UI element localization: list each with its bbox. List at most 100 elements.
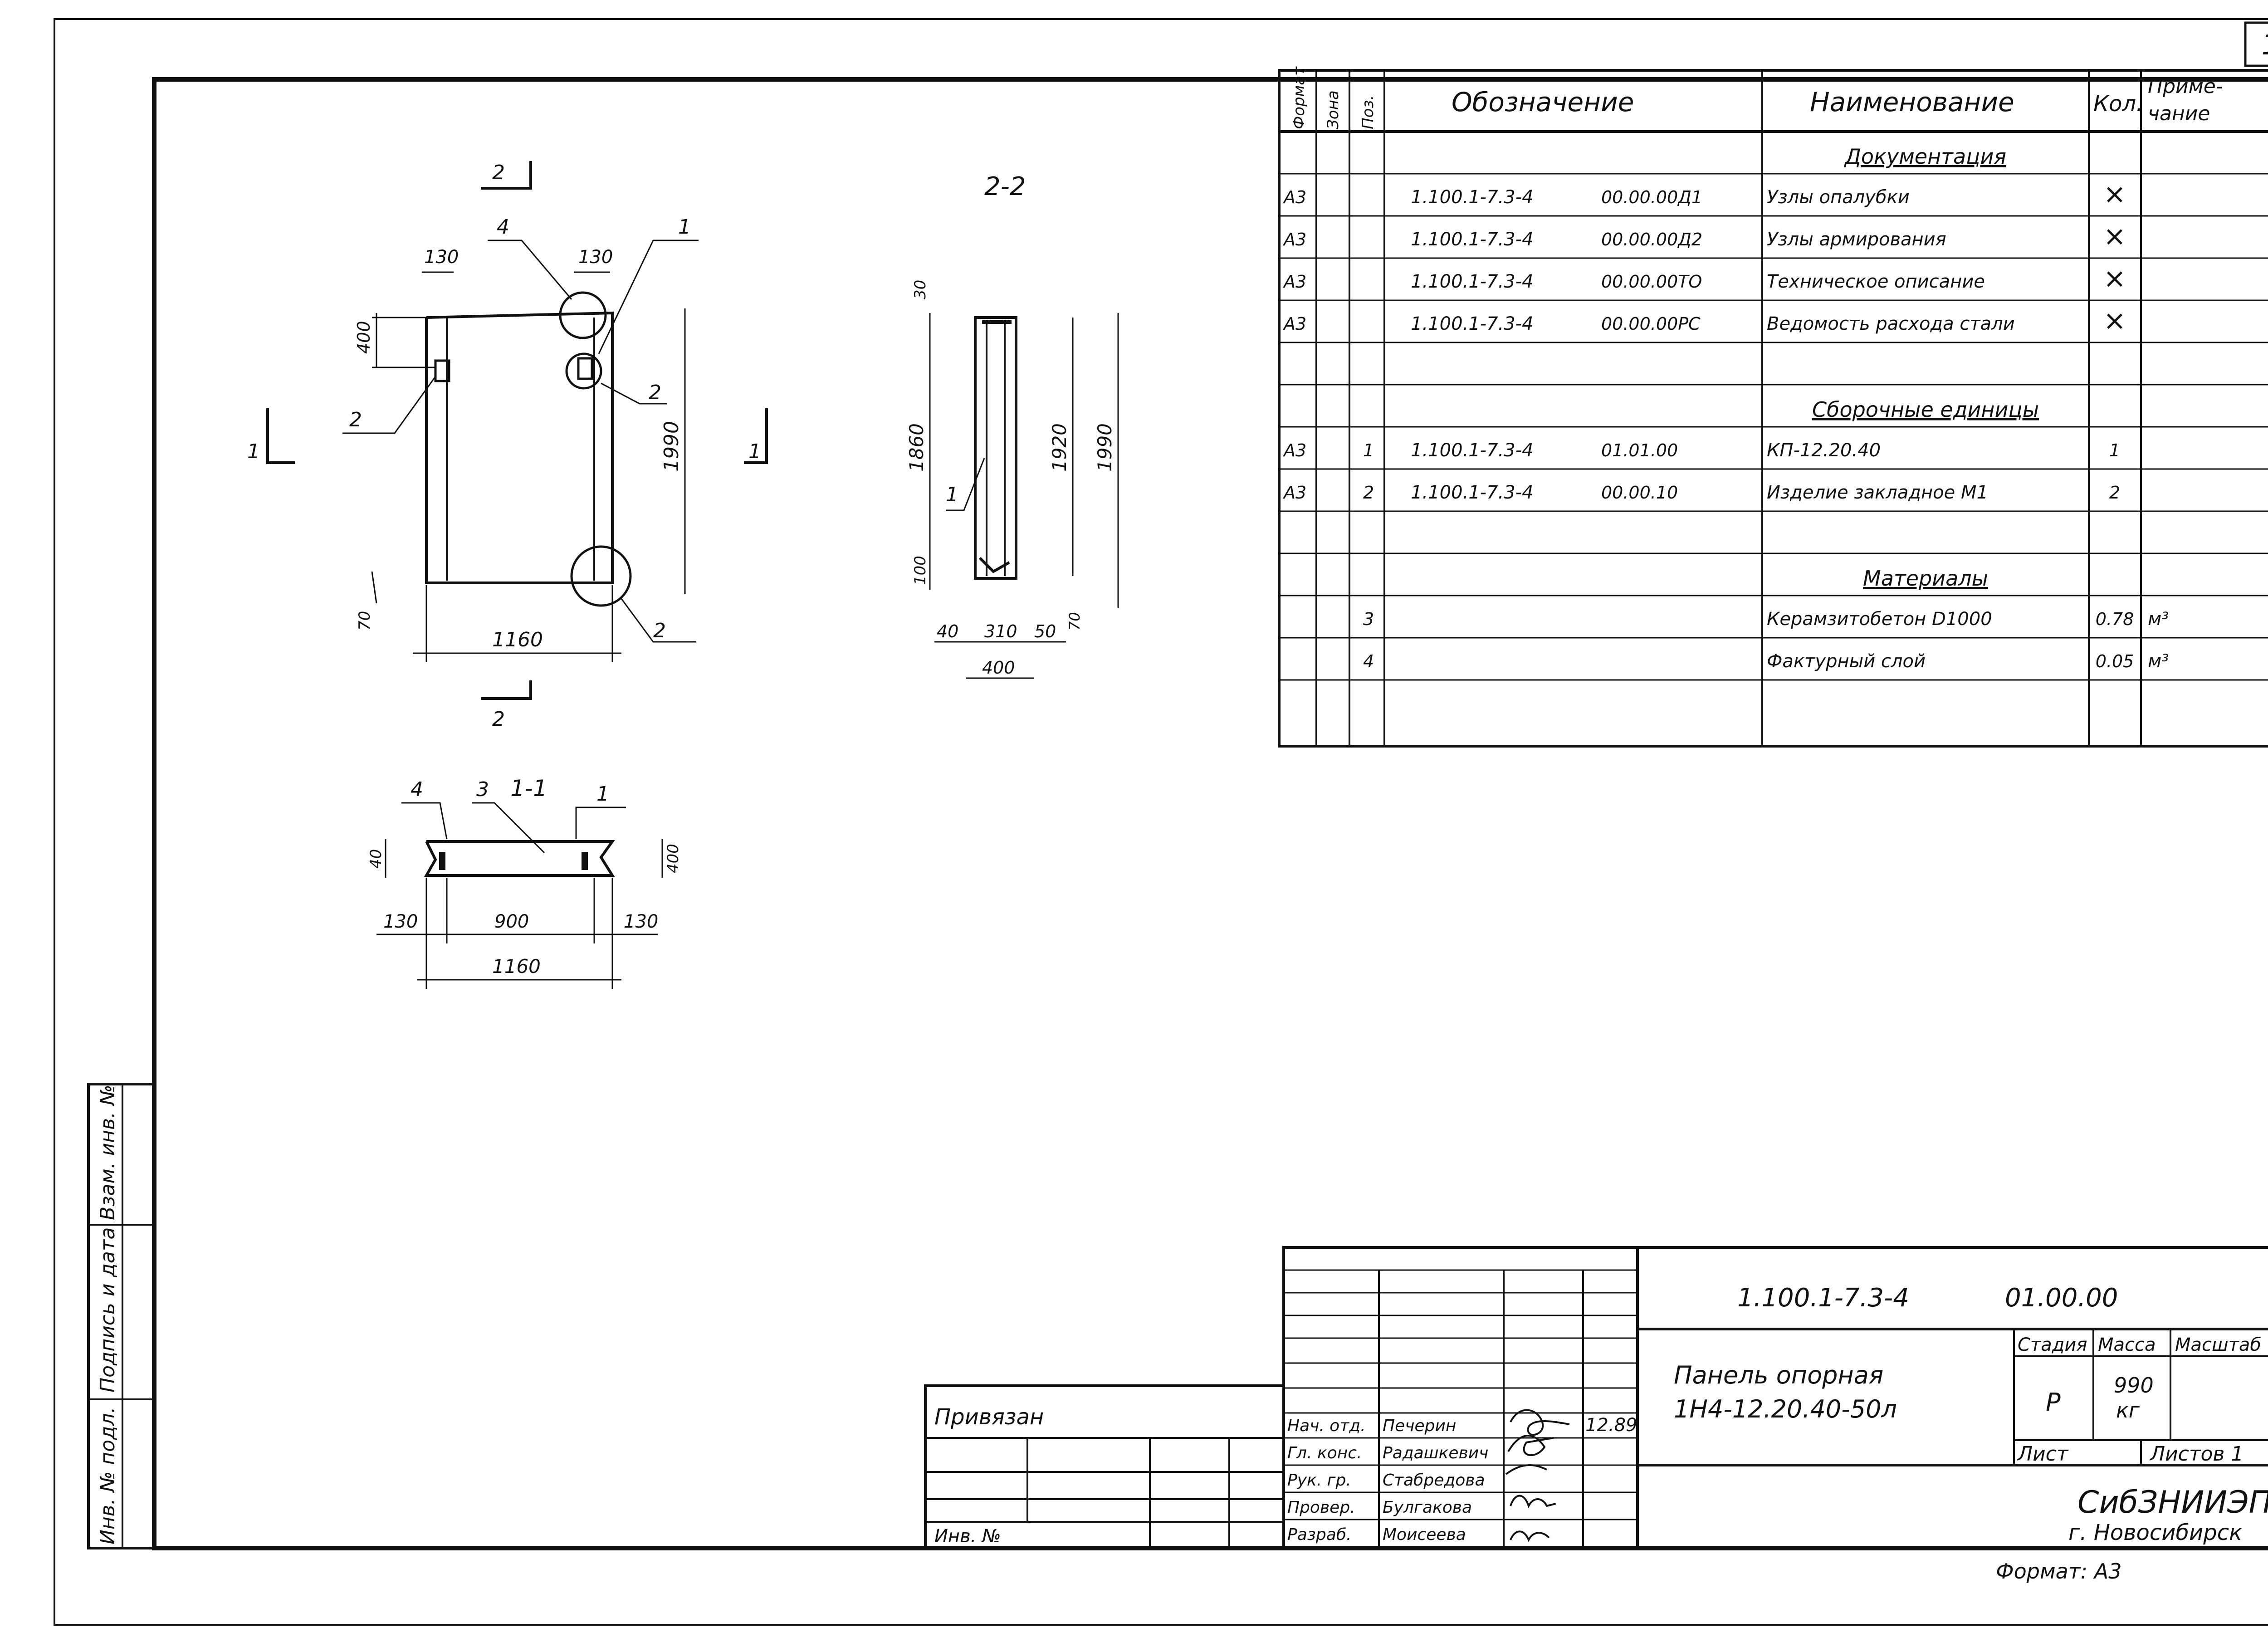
cell-name: Изделие закладное М1 (1767, 482, 1988, 503)
dim-100: 100 (911, 556, 929, 585)
section-mark-top: 2 (492, 161, 505, 184)
cell-code: 1.100.1-7.3-4 (1411, 482, 1534, 503)
role-person: Моисеева (1383, 1525, 1466, 1544)
callout-2a: 2 (349, 408, 362, 431)
cell-qty: × (2103, 263, 2126, 294)
dim-width: 1160 (492, 628, 543, 651)
role-label: Разраб. (1287, 1525, 1351, 1544)
role-person: Печерин (1383, 1417, 1456, 1435)
cell-name: Керамзитобетон D1000 (1767, 609, 1992, 630)
signature-5 (1510, 1530, 1550, 1542)
cell-qty: × (2103, 220, 2126, 252)
dim-40-c: 40 (367, 849, 385, 869)
cell-format: А3 (1282, 272, 1306, 292)
cell-name: Техническое описание (1767, 271, 1985, 292)
binding-label: Привязан (934, 1404, 1044, 1430)
cell-suffix: 01.01.00 (1601, 440, 1678, 460)
cell-name: Ведомость расхода стали (1767, 313, 2015, 334)
section-2-2: 2-2 30 1860 100 1920 1990 70 40 310 50 4… (905, 172, 1119, 679)
cell-name: Узлы опалубки (1767, 187, 1910, 208)
dim-30: 30 (911, 280, 929, 299)
dim-130-right: 130 (624, 911, 658, 932)
header-pos: Поз. (1359, 95, 1377, 129)
cell-code: 1.100.1-7.3-4 (1411, 313, 1534, 334)
cell-suffix: 00.00.00Д1 (1601, 187, 1702, 207)
signature-4 (1510, 1495, 1556, 1509)
header-qty: Кол. (2093, 91, 2143, 117)
section-1-1: 1-1 4 3 1 40 400 130 900 130 1160 (367, 775, 682, 989)
cell-qty: 0.78 (2096, 609, 2134, 629)
doc-suffix: 01.00.00 (2005, 1283, 2118, 1313)
mass-label: Масса (2098, 1334, 2156, 1355)
rebar-left (439, 852, 445, 870)
callout-2b: 2 (649, 381, 661, 404)
cell-format: А3 (1282, 440, 1306, 460)
front-view: 130 130 1990 400 70 1160 2 2 1 1 4 1 2 (247, 161, 768, 731)
scale-label: Масштаб (2175, 1334, 2261, 1355)
stage-label: Стадия (2018, 1334, 2087, 1355)
dim-400-b: 400 (982, 658, 1015, 678)
cell-suffix: 00.00.00ТО (1601, 272, 1702, 292)
dim-40-b: 40 (937, 621, 958, 641)
role-person: Радашкевич (1383, 1444, 1488, 1462)
binding-block: Привязан Инв. № (924, 1384, 1285, 1549)
section-title: Сборочные единицы (1812, 397, 2039, 422)
cell-qty: × (2103, 178, 2126, 210)
header-note-1: Приме- (2148, 75, 2223, 98)
cell-code: 1.100.1-7.3-4 (1411, 229, 1534, 250)
callout-3: 3 (476, 778, 489, 801)
cell-pos: 1 (1363, 440, 1374, 460)
header-format: Формат (1290, 66, 1308, 129)
cell-name: Фактурный слой (1767, 651, 1926, 672)
dim-130-left: 130 (383, 911, 418, 932)
sign-date: 12.89 (1585, 1415, 1637, 1436)
role-label: Рук. гр. (1287, 1471, 1351, 1490)
outer-border (54, 18, 2268, 1626)
org-name: СибЗНИИЭП (2077, 1485, 2268, 1520)
doc-code: 1.100.1-7.3-4 (1737, 1283, 1909, 1313)
callout-4: 4 (497, 215, 509, 239)
section-mark-left: 1 (247, 440, 260, 463)
rebar-right (582, 852, 588, 870)
side-strip-sign: Подпись и дата (96, 1227, 119, 1393)
cell-qty: 0.05 (2096, 651, 2134, 671)
cell-name: КП-12.20.40 (1767, 440, 1881, 461)
dim-70: 70 (356, 611, 374, 630)
signature-1 (1510, 1409, 1570, 1436)
callout-1-c: 1 (596, 782, 609, 806)
header-designation: Обозначение (1452, 87, 1634, 117)
mass-value: 990 (2114, 1373, 2154, 1398)
dim-50: 50 (1034, 621, 1056, 641)
mass-unit: кг (2116, 1398, 2140, 1422)
cell-format: А3 (1282, 230, 1306, 249)
side-strip: Инв. № подл. Подпись и дата Взам. инв. № (87, 1083, 156, 1549)
spec-table: Формат Зона Поз. Обозначение Наименовани… (1278, 66, 2268, 748)
callout-1: 1 (678, 215, 691, 239)
dim-400: 400 (354, 321, 374, 354)
section-mark-bottom: 2 (492, 708, 505, 731)
sheets-label: Листов 1 (2149, 1442, 2244, 1466)
signature-2 (1507, 1435, 1554, 1456)
dim-1160-c: 1160 (492, 955, 541, 978)
callout-4-b: 4 (411, 778, 423, 801)
side-strip-inv: Инв. № подл. (96, 1407, 119, 1544)
dim-top-right: 130 (578, 247, 613, 268)
role-person: Булгакова (1383, 1498, 1472, 1517)
section-mark-right: 1 (748, 440, 761, 463)
cell-pos: 4 (1363, 651, 1374, 671)
sheet-label: Лист (2017, 1442, 2069, 1466)
binding-inv-label: Инв. № (934, 1526, 1001, 1547)
format-label: Формат: А3 (1996, 1559, 2121, 1584)
side-strip-replace: Взам. инв. № (96, 1085, 119, 1220)
cell-qty: 1 (2109, 440, 2120, 460)
cell-format: А3 (1282, 187, 1306, 207)
title-line-1: Панель опорная (1674, 1361, 1883, 1389)
cell-note: м³ (2148, 609, 2169, 630)
section-1-1-title: 1-1 (510, 775, 547, 802)
cell-suffix: 00.00.00РС (1601, 314, 1701, 334)
cell-note: м³ (2148, 651, 2169, 672)
cell-name: Узлы армирования (1767, 229, 1946, 250)
